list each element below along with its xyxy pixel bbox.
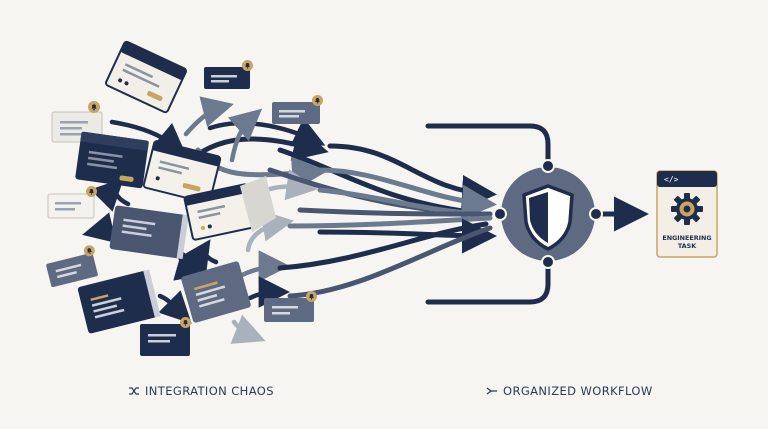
shield-icon [522,184,574,251]
notification-card [204,60,253,89]
gear-icon [671,193,703,225]
flow-arrow [317,218,498,254]
message-card [47,186,97,219]
chaos-arrow [247,276,291,308]
merge-icon [486,387,497,395]
chaos-arrow [179,239,219,275]
window-card [142,140,222,204]
notification-card [272,95,323,124]
paper-sheet [240,176,276,232]
bell-icon [88,101,100,113]
integration-chaos-caption: INTEGRATION CHAOS [128,384,274,398]
bell-icon [86,186,97,197]
organized-workflow-caption: ORGANIZED WORKFLOW [486,384,653,398]
bell-icon [242,60,253,71]
task-label-line2: TASK [678,242,697,250]
window-card [109,205,189,260]
chaos-cards [46,40,323,356]
window-card [183,183,257,241]
chaos-arrow [237,250,291,282]
chaos-arrow [183,96,234,137]
flow-line [297,207,493,217]
top-input-line [425,123,551,171]
organized-workflow-label: ORGANIZED WORKFLOW [503,384,653,398]
flow-line [277,221,489,271]
window-card [181,261,251,323]
notification-card [264,291,317,322]
hub-bracket [425,123,650,305]
window-card [75,131,149,189]
window-card [105,40,187,114]
connector-node-top [541,159,555,173]
flow-line [287,225,493,299]
bell-icon [312,95,323,106]
bottom-input-line [425,259,551,305]
security-hub [493,159,603,269]
chaos-arrow [228,108,263,163]
task-label-line1: ENGINEERING [662,234,711,242]
chaos-arrow [230,314,266,344]
window-card [77,269,161,334]
chaos-arrow [90,178,131,212]
flow-line [287,215,493,229]
chaos-arrow [245,210,294,253]
connector-node-right [589,207,603,221]
notification-card [140,317,191,356]
flow-arrow [317,167,497,220]
notification-card [46,244,98,288]
converging-flows [267,143,498,299]
chaos-arrow [157,290,192,324]
integration-chaos-label: INTEGRATION CHAOS [145,384,274,398]
bell-icon [306,291,317,302]
connector-node-bottom [541,255,555,269]
flow-line [277,147,473,215]
bell-icon [180,317,191,328]
code-symbol: </> [664,175,679,184]
connector-node-left [493,207,507,221]
engineering-task-card: </> ENGINEERING TASK [656,170,718,258]
shuffle-icon [129,387,139,395]
